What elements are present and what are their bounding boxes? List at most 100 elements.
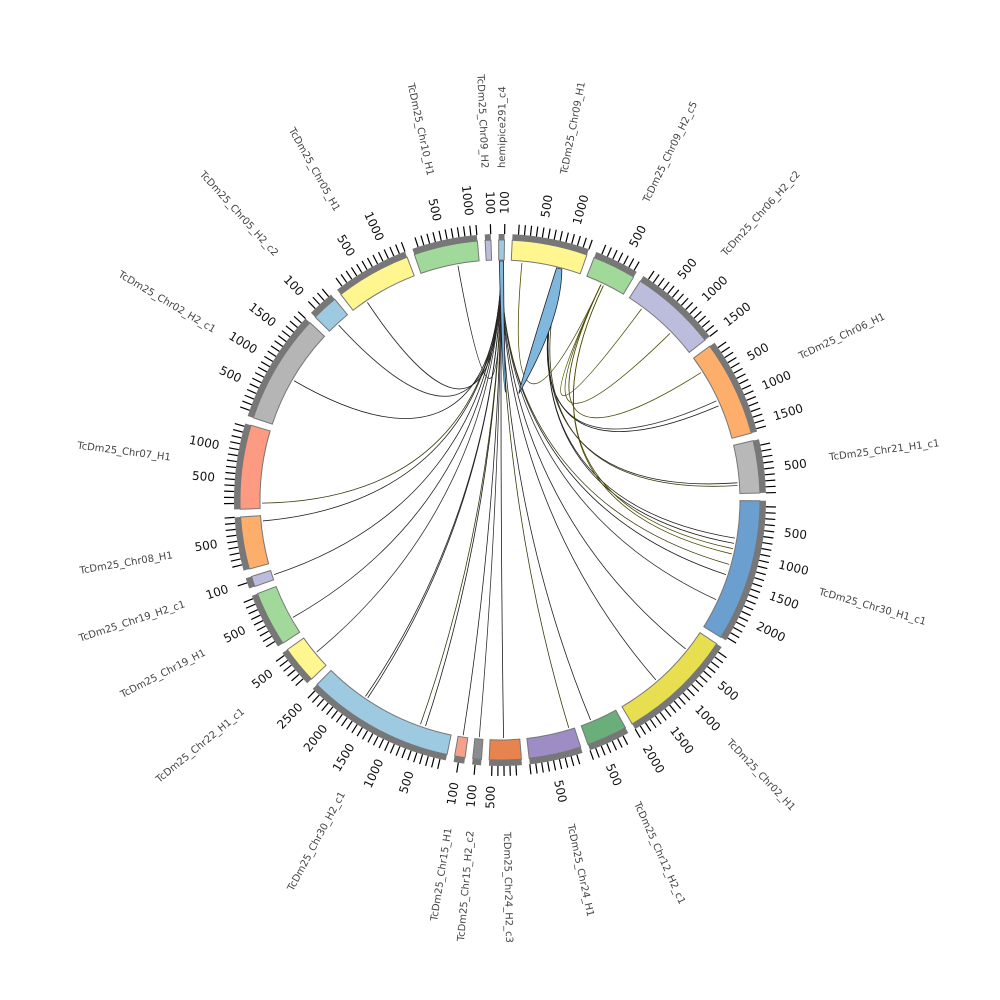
link (547, 269, 735, 544)
tick-label: 2500 (274, 700, 305, 732)
tick-mark (389, 246, 395, 257)
tick-mark (283, 664, 292, 672)
tick-mark (456, 762, 459, 773)
tick-mark (431, 757, 435, 768)
tick-mark (225, 471, 236, 475)
tick-mark (763, 460, 774, 464)
tick-mark (275, 655, 285, 662)
tick-mark (226, 534, 237, 538)
tick-mark (239, 406, 250, 411)
segment-tick-track (529, 747, 583, 765)
segment-label: TcDm25_Chr30_H2_c1 (285, 790, 348, 894)
tick-mark (274, 340, 284, 347)
tick-label: 1000 (188, 433, 221, 453)
tick-mark (350, 267, 358, 277)
tick-mark (748, 594, 759, 599)
tick-mark (293, 315, 302, 324)
tick-label: 1500 (667, 724, 697, 757)
tick-mark (750, 588, 761, 594)
tick-mark (462, 226, 466, 237)
tick-mark (659, 712, 667, 721)
tick-mark (330, 710, 339, 719)
tick-mark (225, 528, 236, 532)
tick-mark (383, 249, 389, 259)
link (293, 262, 502, 419)
tick-mark (356, 727, 363, 737)
segment-band (580, 709, 627, 746)
tick-mark (289, 320, 298, 328)
link (573, 285, 734, 550)
tick-mark (252, 377, 262, 384)
tick-mark (367, 733, 374, 743)
tick-mark (356, 263, 363, 273)
segment-label: TcDm25_Chr09_H2 (474, 73, 489, 169)
segment-tick-track (251, 593, 283, 647)
tick-label: 500 (483, 786, 498, 809)
tick-mark (558, 759, 563, 770)
tick-mark (710, 661, 720, 669)
tick-mark (564, 757, 569, 768)
tick-mark (622, 735, 629, 745)
tick-mark (657, 277, 665, 287)
tick-mark (595, 747, 600, 758)
tick-mark (414, 237, 419, 248)
tick-mark (680, 297, 689, 306)
tick-mark (647, 270, 655, 280)
tick-label: 100 (281, 273, 307, 299)
tick-label: 500 (551, 779, 569, 804)
tick-mark (547, 228, 551, 239)
tick-mark (685, 301, 694, 310)
tick-mark (535, 763, 538, 774)
link (501, 262, 657, 681)
segment-label: TcDm25_Chr19_H2_c1 (77, 599, 187, 645)
tick-mark (246, 388, 257, 395)
tick-label: 1000 (699, 273, 731, 304)
tick-mark (237, 582, 248, 587)
tick-mark (739, 378, 749, 385)
link (501, 262, 727, 576)
tick-mark (678, 696, 686, 705)
tick-mark (669, 704, 677, 714)
tick-mark (571, 234, 575, 245)
segment-label: TcDm25_Chr22_H1_c1 (153, 707, 247, 786)
tick-mark (589, 750, 594, 760)
link (501, 262, 686, 650)
tick-label: 1000 (692, 702, 723, 734)
tick-mark (389, 743, 395, 754)
link (560, 284, 642, 397)
tick-mark (552, 760, 557, 771)
tick-label: 100 (483, 191, 498, 214)
tick-mark (761, 547, 772, 551)
tick-mark (703, 670, 712, 679)
segment-band (472, 738, 484, 760)
tick-mark (316, 698, 325, 708)
tick-label: 500 (783, 456, 807, 473)
tick-mark (634, 728, 641, 739)
tick-label: 1000 (361, 210, 387, 244)
tick-mark (754, 577, 765, 582)
tick-mark (242, 400, 252, 406)
tick-mark (612, 249, 618, 260)
tick-mark (697, 315, 707, 324)
segment-tick-track (498, 233, 505, 241)
tick-mark (576, 754, 581, 765)
segment-band (488, 738, 523, 761)
tick-mark (224, 516, 235, 519)
tick-label: 500 (192, 469, 216, 485)
segment-tick-track (472, 758, 482, 766)
tick-mark (727, 637, 737, 644)
tick-mark (256, 625, 266, 632)
tick-mark (699, 675, 708, 683)
tick-mark (709, 329, 718, 337)
segment-label: TcDm25_Chr19_H1 (118, 648, 208, 701)
segment-label: TcDm25_Chr06_H2_c2 (719, 169, 803, 259)
tick-mark (717, 651, 727, 659)
